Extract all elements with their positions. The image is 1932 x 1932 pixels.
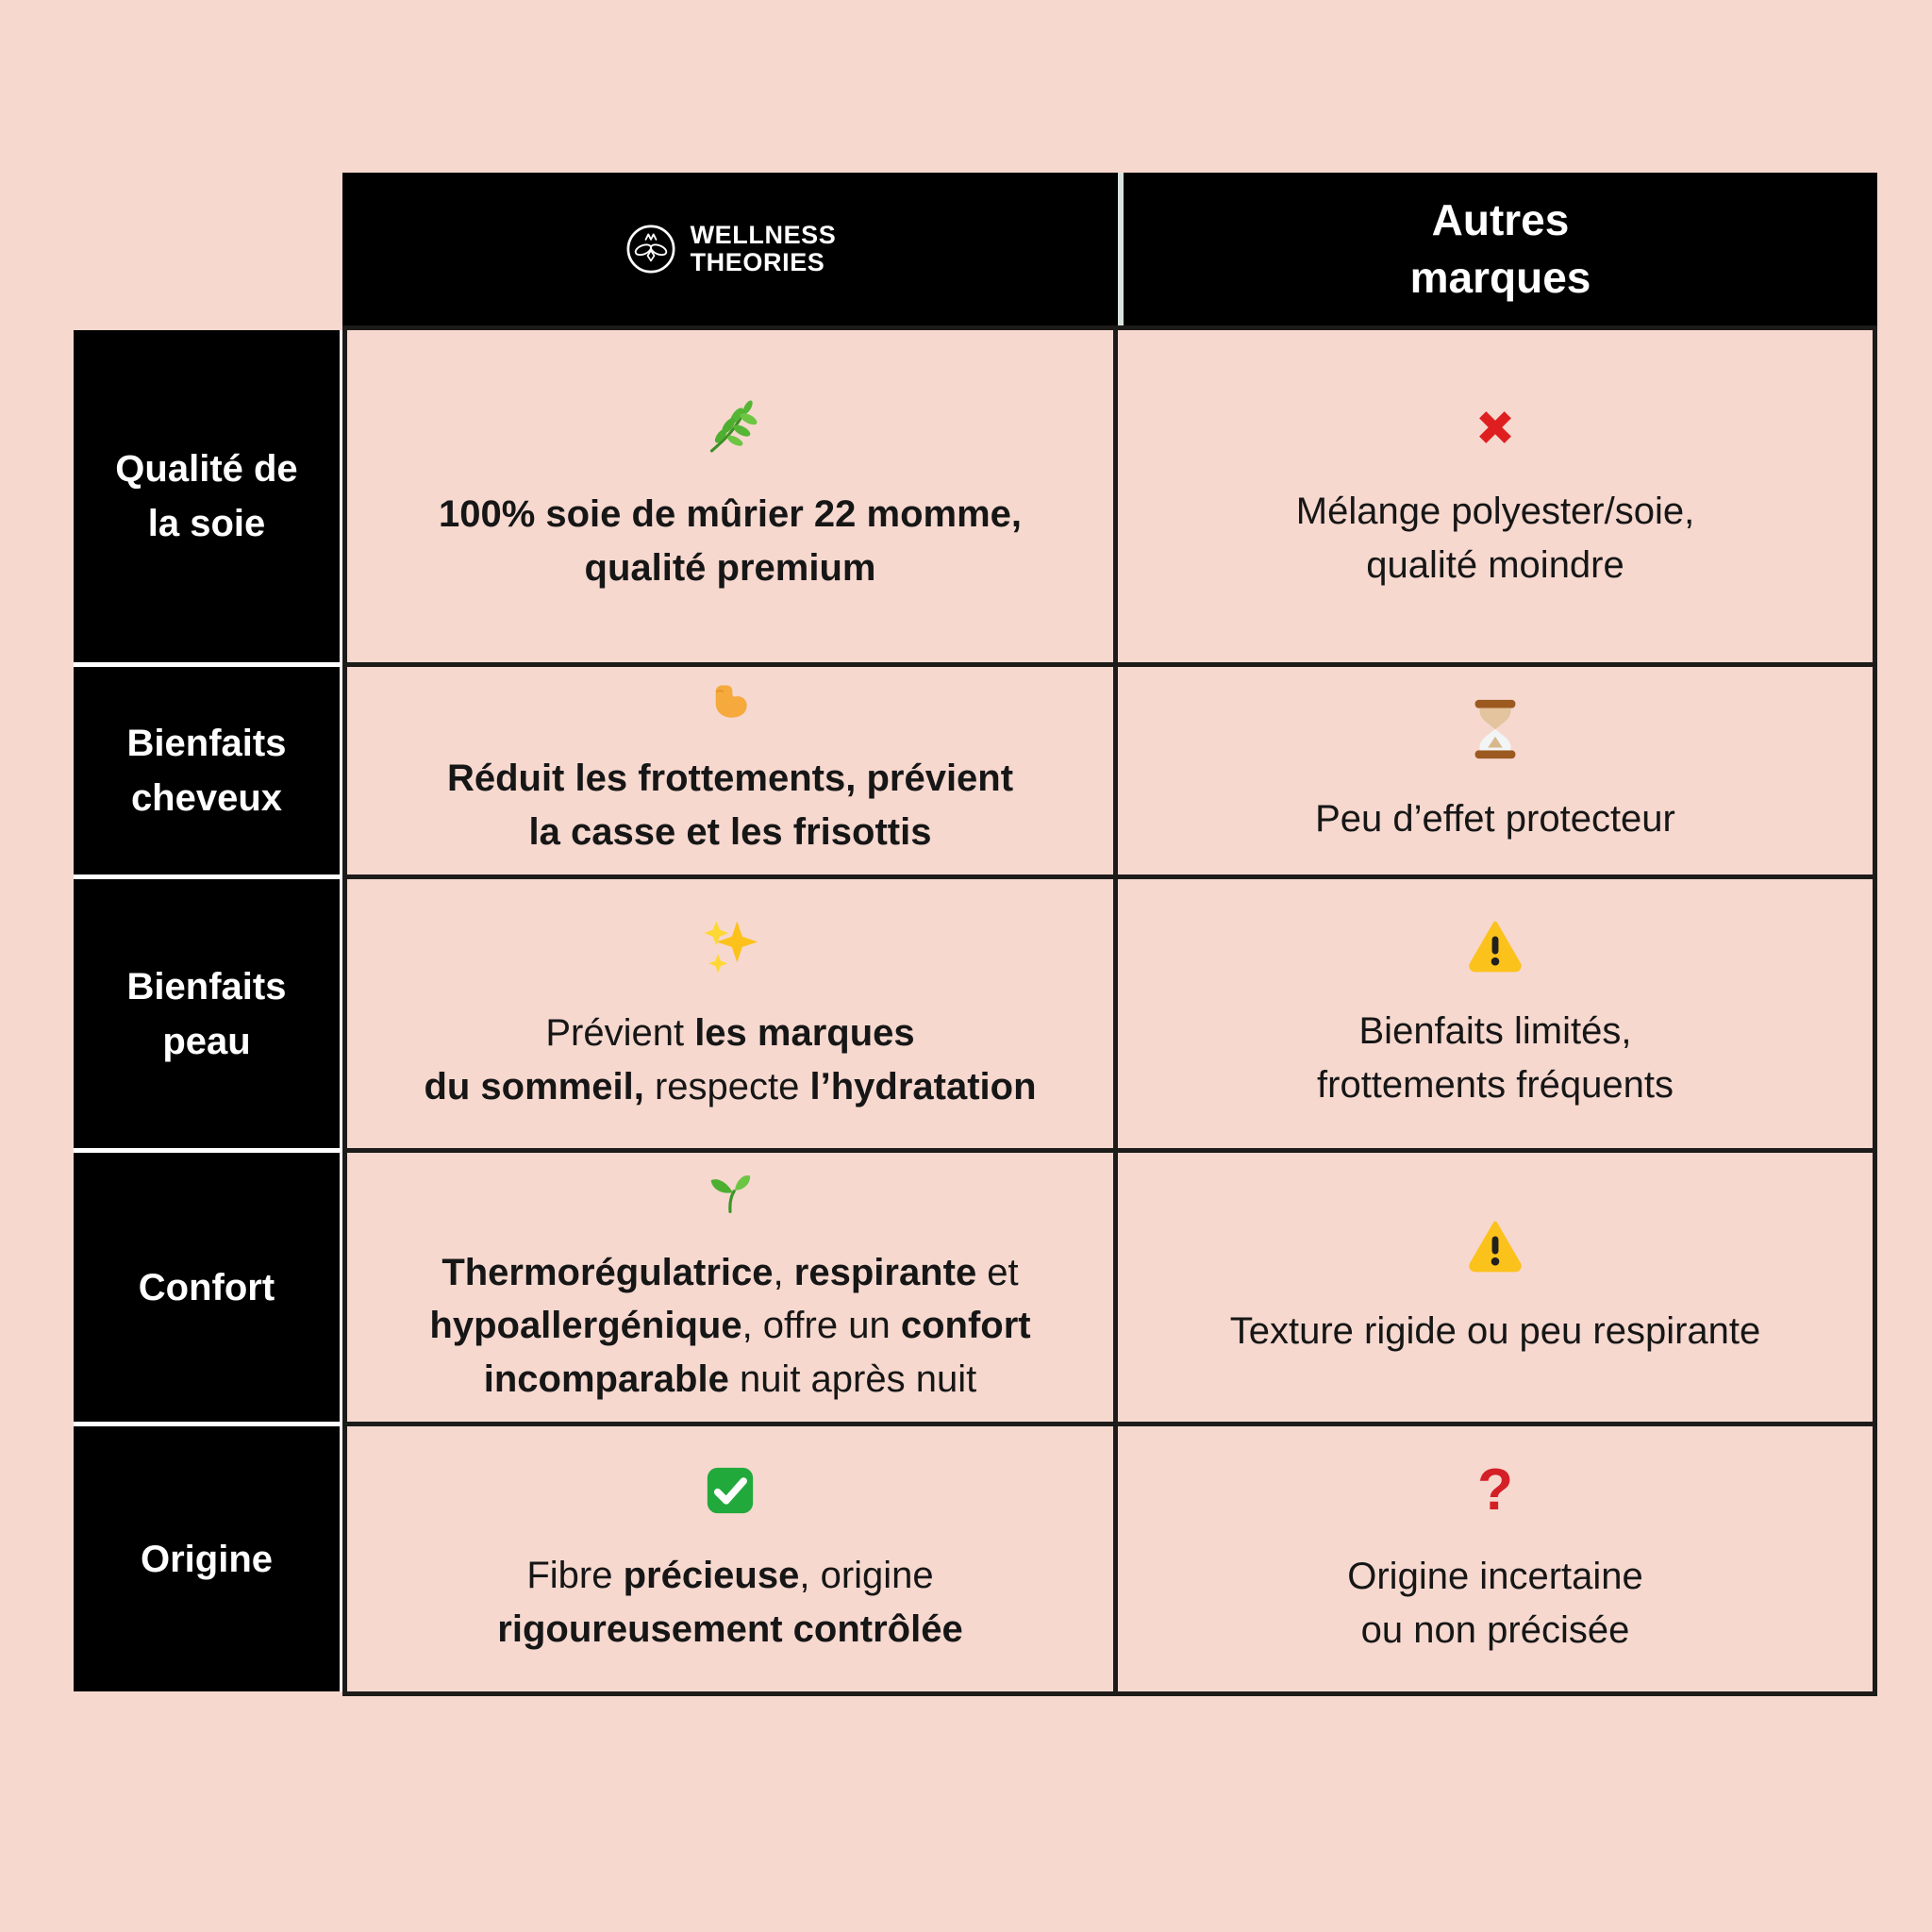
- row-label-bienfaits-peau: Bienfaits peau: [74, 879, 340, 1148]
- brand-name-line2: THEORIES: [690, 248, 825, 276]
- cell-others-cheveux: Peu d’effet protecteur: [1118, 667, 1873, 874]
- cell-text: 100% soie de mûrier 22 momme, qualité pr…: [438, 493, 1023, 589]
- header-divider: [1118, 173, 1124, 325]
- red-question-icon: ?: [1477, 1457, 1513, 1523]
- sparkles-icon: [704, 921, 758, 974]
- row-label-confort: Confort: [74, 1153, 340, 1422]
- seedling-icon: [710, 1175, 751, 1213]
- competitor-header-label: Autres marques: [1409, 195, 1591, 302]
- brand-name-line1: WELLNESS: [690, 220, 837, 249]
- bee-logo-icon: [626, 225, 675, 274]
- brand-logo: WELLNESS THEORIES: [625, 220, 837, 276]
- row-label-qualite-soie: Qualité de la soie: [74, 330, 340, 662]
- competitor-header-cell: Autres marques: [1124, 173, 1877, 325]
- cell-text: Prévient les marques du sommeil, respect…: [424, 1011, 1037, 1108]
- cell-text: Thermorégulatrice, respirante et hypoall…: [429, 1251, 1031, 1401]
- cell-text: Bienfaits limités, frottements fréquents: [1317, 1009, 1674, 1106]
- warning-icon: [1469, 1221, 1522, 1273]
- cell-others-peau: Bienfaits limités, frottements fréquents: [1118, 879, 1873, 1148]
- check-mark-icon: [707, 1467, 754, 1513]
- brand-header-cell: WELLNESS THEORIES: [342, 173, 1118, 325]
- cell-text: Origine incertaine ou non précisée: [1347, 1555, 1643, 1651]
- cell-text: Mélange polyester/soie, qualité moindre: [1295, 491, 1695, 586]
- cell-brand-origine: Fibre précieuse, origine rigoureusement …: [347, 1426, 1113, 1691]
- cell-brand-qualite: 100% soie de mûrier 22 momme, qualité pr…: [347, 330, 1113, 662]
- comparison-grid: 100% soie de mûrier 22 momme, qualité pr…: [342, 325, 1877, 1696]
- row-label-origine: Origine: [74, 1426, 340, 1691]
- cell-others-origine: ? Origine incertaine ou non précisée: [1118, 1426, 1873, 1691]
- cell-text: Fibre précieuse, origine rigoureusement …: [497, 1554, 963, 1650]
- cell-text: Peu d’effet protecteur: [1315, 797, 1675, 840]
- row-label-column: Qualité de la soie Bienfaits cheveux Bie…: [74, 330, 347, 1691]
- cell-brand-peau: Prévient les marques du sommeil, respect…: [347, 879, 1113, 1148]
- cross-mark-icon: [1479, 411, 1511, 444]
- cell-text: Réduit les frottements, prévient la cass…: [446, 758, 1014, 854]
- row-label-bienfaits-cheveux: Bienfaits cheveux: [74, 667, 340, 874]
- cell-others-qualite: Mélange polyester/soie, qualité moindre: [1118, 330, 1873, 662]
- cell-brand-confort: Thermorégulatrice, respirante et hypoall…: [347, 1153, 1113, 1422]
- cell-others-confort: Texture rigide ou peu respirante: [1118, 1153, 1873, 1422]
- flexed-biceps-icon: [715, 685, 747, 718]
- herb-icon: [709, 400, 758, 453]
- cell-brand-cheveux: Réduit les frottements, prévient la cass…: [347, 667, 1113, 874]
- warning-icon: [1469, 921, 1522, 973]
- brand-name: WELLNESS THEORIES: [690, 220, 837, 276]
- hourglass-icon: [1474, 699, 1516, 758]
- cell-text: Texture rigide ou peu respirante: [1229, 1310, 1761, 1353]
